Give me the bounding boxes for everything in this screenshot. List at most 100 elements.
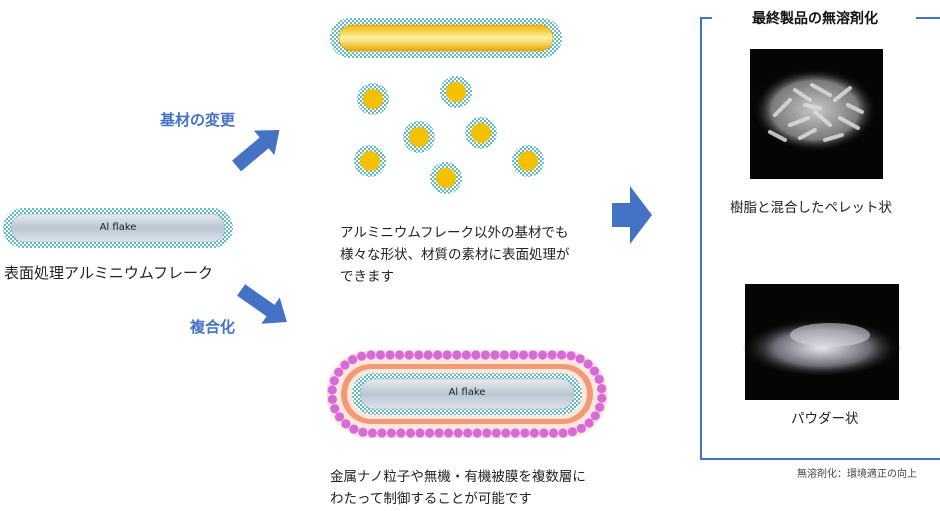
nanoparticle-dot [453,428,463,438]
nanoparticle-dot [329,376,339,386]
coated-sphere [357,83,389,115]
composite-flake-label: Al flake [448,387,486,398]
coated-rod [330,18,562,58]
composite-flake [326,350,608,438]
nanoparticle-dot [358,427,368,437]
source-flake-label: Al flake [99,222,137,233]
nanoparticle-dot [539,428,549,438]
nanoparticle-dot [375,350,386,360]
arrow-composite [237,284,287,324]
nanoparticle-dot [415,428,425,438]
nanoparticle-dot [583,359,593,369]
nanoparticle-dot [414,350,424,360]
coated-sphere [440,76,472,108]
nanoparticle-dot [433,350,443,360]
final-products-box [700,18,940,460]
nanoparticle-dot [547,350,557,360]
nanoparticle-dot [482,428,492,438]
nanoparticle-dot [405,428,416,438]
nanoparticle-dot [557,350,567,360]
nanoparticle-dot [480,350,490,360]
nanoparticle-dot [510,428,520,438]
nanoparticle-dot [367,428,377,438]
pellet-caption: 樹脂と混合したペレット状 [730,200,892,216]
nanoparticle-dot [349,424,359,434]
nanoparticle-dot [595,402,605,412]
nanoparticle-dot [566,351,576,361]
nanoparticle-dot [357,351,367,361]
base-change-label: 基材の変更 [160,111,236,129]
nanoparticle-dot [491,428,501,438]
nanoparticle-dot [348,355,358,365]
nanoparticle-dot [472,428,482,438]
products-title: 最終製品の無溶剤化 [716,8,914,28]
coated-sphere [354,145,386,177]
nanoparticle-dot [529,428,540,438]
coated-sphere [512,145,544,177]
nanoparticle-dot [386,428,396,438]
composite-label: 複合化 [190,318,236,336]
nanoparticle-dot [334,412,345,422]
nanoparticle-dot [442,350,452,360]
nanoparticle-dot [377,428,387,438]
nanoparticle-dot [395,350,405,360]
nanoparticle-dot [584,418,594,428]
coated-spheres [354,76,544,194]
nanoparticle-dot [461,350,471,360]
nanoparticle-dot [575,354,585,364]
nanoparticle-dot [597,393,607,403]
nanoparticle-dot [396,428,406,438]
coated-sphere [430,162,462,194]
nanoparticle-dot [589,366,600,376]
nanoparticle-dot [471,350,481,360]
nanoparticle-dot [567,427,578,437]
pellet-photo-art [750,49,883,179]
nanoparticle-dot [548,428,559,438]
base-change-line: 様々な形状、材質の素材に表面処理が [340,247,570,263]
nanoparticle-dot [558,428,568,438]
nanoparticle-dot [576,423,586,433]
nanoparticle-dot [434,428,444,438]
nanoparticle-dot [340,360,350,370]
products-footnote: 無溶剤化：環境適正の向上 [797,469,917,480]
nanoparticle-dot [463,428,473,438]
composite-line: 金属ナノ粒子や無機・有機被膜を複数層に [330,469,586,485]
nanoparticle-dot [327,394,337,404]
nanoparticle-dot [518,350,529,360]
composite-line: わたって制御することが可能です [330,491,532,507]
box-border-left-tick [700,17,712,19]
nanoparticle-dot [423,350,433,360]
nanoparticle-dot [334,367,344,377]
coated-sphere [403,121,435,153]
nanoparticle-dot [425,428,435,438]
nanoparticle-dot [330,404,340,414]
coated-sphere [465,117,497,149]
source-aluminum-flake [3,208,233,248]
nanoparticle-shell [327,350,607,438]
nanoparticle-dot [528,350,538,360]
base-change-description: アルミニウムフレーク以外の基材でも 様々な形状、材質の素材に表面処理が できます [340,222,570,288]
nanoparticle-dot [538,350,548,360]
arrow-base-change [232,130,280,172]
nanoparticle-dot [385,350,395,360]
nanoparticle-dot [590,411,600,421]
nanoparticle-dot [499,350,509,360]
nanoparticle-dot [490,350,500,360]
nanoparticle-dot [520,428,530,438]
nanoparticle-dot [452,350,462,360]
nanoparticle-dot [594,374,604,384]
nanoparticle-dot [444,428,454,438]
nanoparticle-dot [366,350,376,360]
source-caption: 表面処理アルミニウムフレーク [4,264,213,282]
composite-description: 金属ナノ粒子や無機・有機被膜を複数層に わたって制御することが可能です [330,466,586,510]
base-change-line: できます [340,269,394,285]
powder-photo-art [742,284,902,400]
nanoparticle-dot [327,385,337,395]
nanoparticle-dot [404,350,414,360]
base-change-line: アルミニウムフレーク以外の基材でも [340,225,569,241]
powder-caption: パウダー状 [791,411,859,427]
nanoparticle-dot [509,350,519,360]
arrow-to-products [612,186,652,244]
nanoparticle-dot [341,419,351,429]
